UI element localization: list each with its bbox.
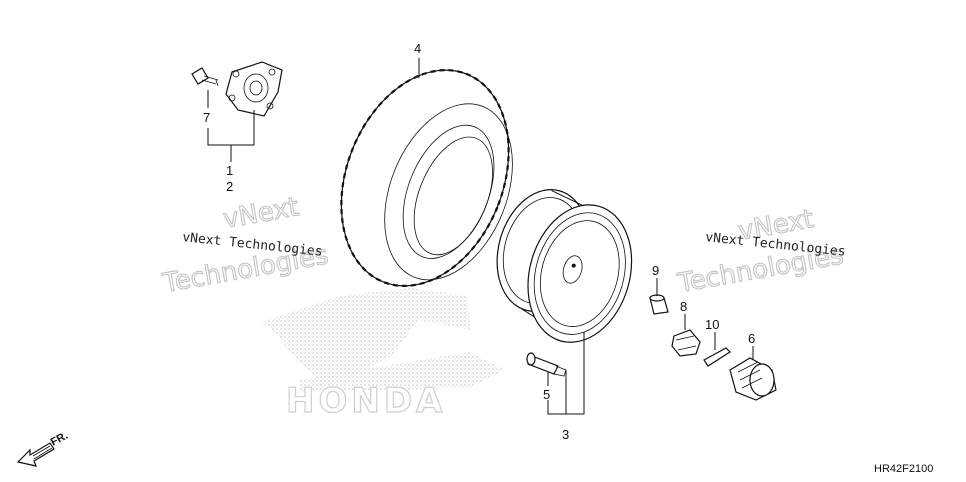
watermark-left-big-line1: vNext (221, 192, 301, 235)
callout-3: 3 (562, 427, 569, 442)
callout-6: 6 (748, 331, 755, 346)
diagram-code: HR42F2100 (874, 463, 933, 475)
wheel-rim (496, 189, 633, 343)
cap-part (649, 294, 669, 315)
callout-7: 7 (203, 110, 210, 125)
castle-nut (671, 329, 701, 357)
cotter-pin (703, 347, 731, 367)
callout-4: 4 (414, 41, 421, 56)
watermark-right: vNext Technologies vNext Technologies (674, 204, 846, 300)
callout-10: 10 (705, 317, 719, 332)
leader-lines (207, 58, 754, 415)
callout-5: 5 (543, 387, 550, 402)
callout-2: 2 (226, 179, 233, 194)
valve-stem (526, 352, 567, 377)
honda-logo-text: HONDA (286, 381, 446, 421)
front-label: FR. (49, 430, 70, 449)
hub-bolt (191, 67, 219, 87)
tire (340, 69, 513, 287)
callouts: 4 7 1 2 5 3 9 8 10 6 (203, 41, 755, 442)
callout-8: 8 (680, 299, 687, 314)
front-arrow-icon (16, 442, 55, 467)
hub-cap (729, 357, 777, 401)
wheel-hub (225, 61, 283, 117)
watermark-left: vNext Technologies vNext Technologies (159, 192, 331, 300)
callout-9: 9 (652, 263, 659, 278)
callout-1: 1 (226, 163, 233, 178)
honda-wing-logo: HONDA (262, 288, 505, 422)
front-direction-indicator: FR. (16, 430, 70, 467)
